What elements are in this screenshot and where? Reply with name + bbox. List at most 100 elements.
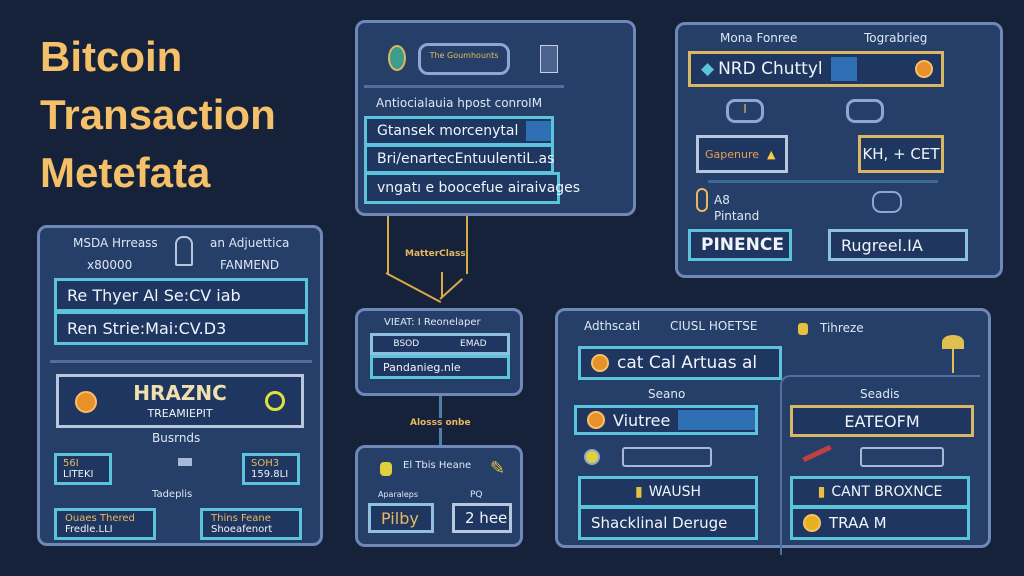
badge-label: The Goumhounts bbox=[429, 51, 499, 60]
panel-a: The Goumhounts Antiocialauia hpost conro… bbox=[355, 20, 636, 216]
bottom-left-field[interactable]: PINENCE bbox=[688, 229, 792, 261]
section-label: Tadeplis bbox=[152, 489, 193, 500]
section-label: Seano bbox=[648, 387, 686, 401]
panel-b: Mona Fonree Tograbrieg ◆NRD Chuttyl I Ga… bbox=[675, 22, 1003, 278]
row-text: Re Thyer Al Se:CV iab bbox=[67, 285, 241, 305]
row-text: vngatı e boocefue airaivages bbox=[377, 180, 581, 196]
bird-icon: ◆ bbox=[701, 59, 715, 79]
refresh-icon bbox=[265, 391, 285, 411]
section-label: Seadis bbox=[860, 387, 900, 401]
panel-a-header: Antiocialauia hpost conroIM bbox=[376, 96, 543, 110]
lock-icon: ▮ bbox=[634, 484, 643, 500]
coin-icon bbox=[591, 354, 609, 372]
highlight bbox=[830, 57, 857, 81]
tab-1[interactable]: I bbox=[726, 99, 764, 123]
slider[interactable] bbox=[622, 447, 712, 467]
coin-icon bbox=[587, 411, 605, 429]
main-field[interactable]: ◆NRD Chuttyl bbox=[688, 51, 944, 87]
col-label: PQ bbox=[470, 490, 483, 500]
row-text: Shacklinal Deruge bbox=[591, 514, 728, 532]
left-box[interactable]: Gapenure▲ bbox=[696, 135, 788, 173]
row-text: Ren Strie:Mai:CV.D3 bbox=[67, 318, 227, 338]
value: 56I bbox=[63, 458, 79, 469]
value: Ouaes Thered bbox=[65, 513, 135, 524]
panel-d-header: VIEAT: I Reonelaper bbox=[384, 317, 481, 328]
col-label: Adthscatl bbox=[584, 319, 641, 333]
globe-icon bbox=[388, 45, 406, 71]
col-label: Mona Fonree bbox=[720, 31, 798, 45]
left-field[interactable]: Viutree bbox=[574, 405, 758, 435]
card-subtitle: TREAMIEPIT bbox=[147, 407, 213, 420]
left-row[interactable]: Shacklinal Deruge bbox=[578, 506, 758, 540]
sub-label: x80000 bbox=[87, 258, 133, 272]
row[interactable]: Pandanieg.nle bbox=[370, 355, 510, 379]
box-text: KH, + CET bbox=[862, 145, 940, 163]
panel-c: MSDA Hrreass an Adjuettica x80000 FANMEN… bbox=[37, 225, 323, 546]
title-line: Transaction bbox=[40, 91, 276, 138]
box-text: 2 hee bbox=[465, 509, 508, 527]
right-field[interactable]: EATEOFM bbox=[790, 405, 974, 437]
main-field[interactable]: cat Cal Artuas al bbox=[578, 346, 782, 380]
box-2[interactable]: 2 hee bbox=[452, 503, 512, 533]
row-text: Pandanieg.nle bbox=[383, 360, 461, 374]
coin-icon bbox=[75, 391, 97, 413]
field-text: cat Cal Artuas al bbox=[617, 353, 758, 373]
page-title: Bitcoin Transaction Metefata bbox=[40, 28, 276, 202]
panel-f: Adthscatl CIUSL HOETSE Tihreze cat Cal A… bbox=[555, 308, 991, 555]
main-field-text: NRD Chuttyl bbox=[718, 59, 823, 79]
box-1[interactable]: Pilby bbox=[368, 503, 434, 533]
slider[interactable] bbox=[860, 447, 944, 467]
right-row[interactable]: TRAA M bbox=[790, 506, 970, 540]
note-num: A8 bbox=[714, 193, 730, 207]
row-text: TRAA M bbox=[829, 514, 887, 532]
coin-icon bbox=[915, 60, 933, 78]
row-text: WAUSH bbox=[648, 484, 702, 500]
row-text: Gtansek morcenytal bbox=[377, 123, 519, 139]
value: LITEKI bbox=[63, 469, 94, 480]
col-label: EMAD bbox=[460, 339, 487, 349]
tab-2[interactable] bbox=[846, 99, 884, 123]
col-label: Tograbrieg bbox=[864, 31, 928, 45]
badge-icon bbox=[798, 323, 808, 335]
field-text: EATEOFM bbox=[844, 411, 920, 431]
card[interactable]: HRAZNC TREAMIEPIT bbox=[56, 374, 304, 428]
row-text: Bri/enartecEntuulentiL.as bbox=[377, 151, 555, 167]
chat-icon bbox=[872, 191, 902, 213]
field-text: Viutree bbox=[613, 410, 671, 430]
rocket-icon bbox=[175, 236, 193, 266]
value: Shoeafenort bbox=[211, 524, 273, 535]
left-row[interactable]: ▮ WAUSH bbox=[578, 476, 758, 508]
lamp-icon bbox=[380, 462, 392, 476]
card-title: HRAZNC bbox=[133, 381, 227, 405]
col-label: CIUSL HOETSE bbox=[670, 319, 758, 333]
key-icon bbox=[696, 188, 708, 212]
right-box[interactable]: KH, + CET bbox=[858, 135, 944, 173]
row[interactable]: vngatı e boocefue airaivages bbox=[364, 172, 580, 204]
row[interactable]: Bri/enartecEntuulentiL.as bbox=[364, 144, 554, 174]
field-text: Rugreel.IA bbox=[841, 235, 923, 255]
bottom-right-field[interactable]: Rugreel.IA bbox=[828, 229, 968, 261]
connector-label: MatterClass bbox=[405, 249, 466, 259]
col-label: MSDA Hrreass bbox=[73, 236, 158, 250]
row[interactable]: Gtansek morcenytal bbox=[364, 116, 554, 146]
coin-icon bbox=[803, 514, 821, 532]
box-text: Gapenure bbox=[705, 147, 760, 161]
right-row[interactable]: ▮CANT BROXNCE bbox=[790, 476, 970, 508]
row[interactable]: Ren Strie:Mai:CV.D3 bbox=[54, 311, 308, 345]
panel-e-header: El Tbis Heane bbox=[403, 460, 472, 471]
dash-icon bbox=[178, 458, 192, 466]
title-line: Bitcoin bbox=[40, 33, 183, 80]
row[interactable]: Re Thyer Al Se:CV iab bbox=[54, 278, 308, 312]
pin-icon bbox=[942, 335, 964, 349]
value: Thins Feane bbox=[211, 513, 271, 524]
section-label: Busrnds bbox=[152, 431, 201, 445]
tool-icon: ✎ bbox=[490, 458, 506, 479]
sub-label: FANMEND bbox=[220, 258, 280, 272]
server-icon bbox=[540, 45, 558, 73]
badge: The Goumhounts bbox=[418, 43, 510, 75]
